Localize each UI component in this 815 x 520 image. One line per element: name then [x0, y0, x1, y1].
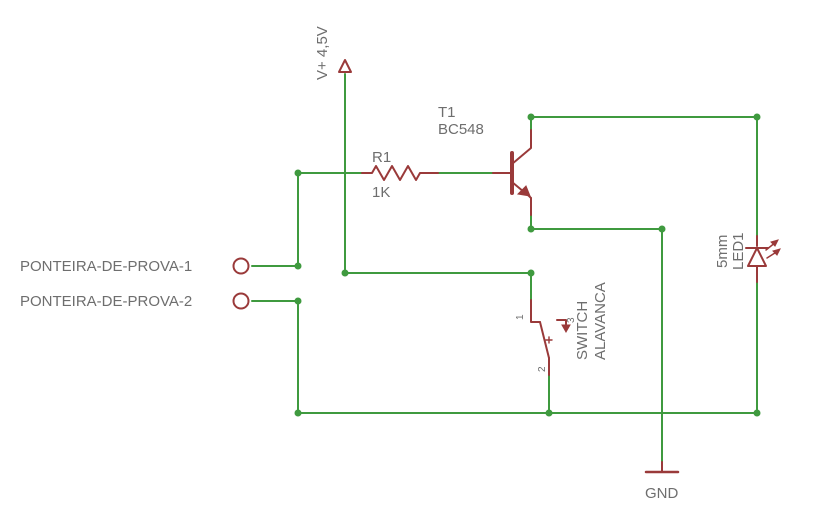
resistor-r1[interactable]: R1 1K — [361, 149, 439, 201]
junction-dot — [658, 225, 666, 233]
led-name: LED1 — [730, 232, 747, 270]
junction-dot — [294, 169, 302, 177]
wires — [251, 73, 761, 473]
junction-dot — [527, 113, 535, 121]
probe-1-label: PONTEIRA-DE-PROVA-1 — [20, 258, 192, 275]
switch-pin-1: 1 — [515, 314, 526, 320]
led-value: 5mm — [714, 235, 731, 268]
t1-name: T1 — [438, 104, 456, 121]
switch-name: SWITCH — [574, 301, 591, 360]
junction-dot — [753, 409, 761, 417]
probe-2-terminal-icon[interactable] — [232, 292, 250, 310]
transistor-t1[interactable]: T1 BC548 — [438, 104, 532, 216]
vplus-label: V+ 4,5V — [314, 26, 331, 80]
junction-dot — [341, 269, 349, 277]
probe-1[interactable]: PONTEIRA-DE-PROVA-1 — [20, 257, 250, 275]
junction-dot — [545, 409, 553, 417]
switch-value: ALAVANCA — [592, 282, 609, 360]
probe-1-terminal-icon[interactable] — [232, 257, 250, 275]
junction-dot — [527, 225, 535, 233]
junction-dot — [294, 262, 302, 270]
switch-pin-2: 2 — [537, 366, 548, 372]
switch-pin-3: 3 — [566, 317, 577, 323]
gnd-symbol[interactable]: GND — [644, 461, 680, 502]
led1[interactable]: 5mm LED1 — [714, 232, 781, 283]
probe-2-label: PONTEIRA-DE-PROVA-2 — [20, 293, 192, 310]
vplus-supply-symbol[interactable]: V+ 4,5V — [314, 26, 352, 80]
junction-dot — [294, 409, 302, 417]
gnd-label: GND — [645, 485, 679, 502]
r1-name: R1 — [372, 149, 391, 166]
probe-2[interactable]: PONTEIRA-DE-PROVA-2 — [20, 292, 250, 310]
t1-value: BC548 — [438, 121, 484, 138]
switch-alavanca[interactable]: 1 2 3 SWITCH ALAVANCA — [515, 282, 609, 376]
junction-dot — [753, 113, 761, 121]
junction-dot — [294, 297, 302, 305]
r1-value: 1K — [372, 184, 390, 201]
junction-dot — [527, 269, 535, 277]
